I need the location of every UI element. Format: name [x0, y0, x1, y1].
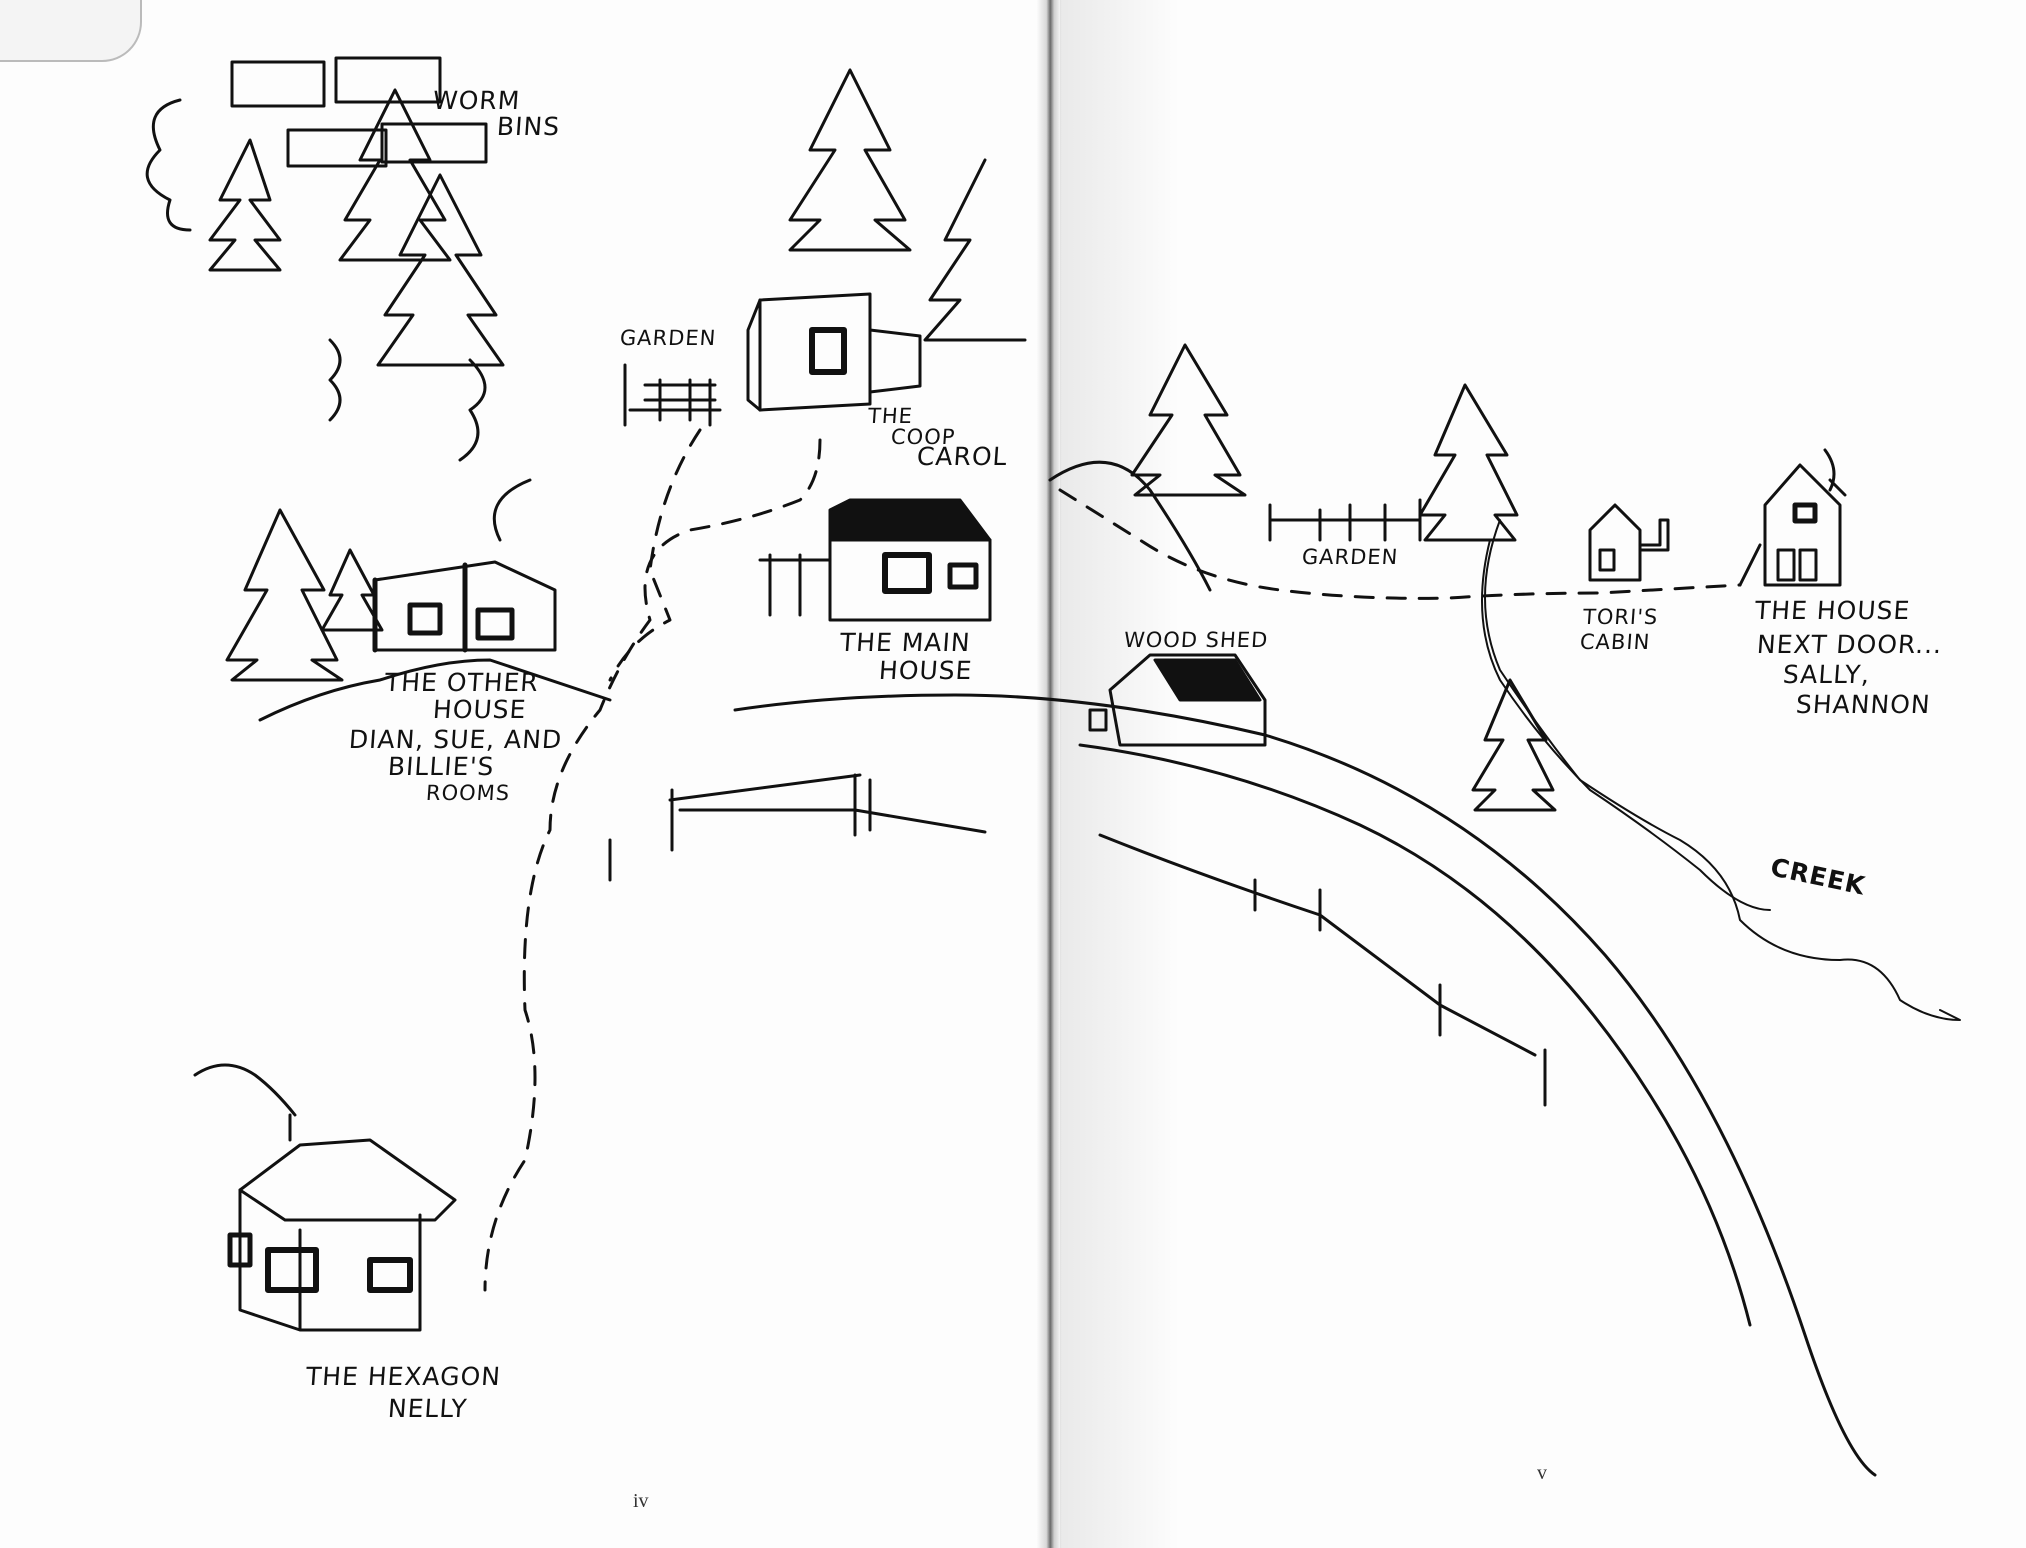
label-toris-cabin-2: CABIN [1579, 630, 1652, 654]
label-wood-shed: WOOD SHED [1123, 628, 1270, 652]
label-house-next-door-2: NEXT DOOR... [1755, 630, 1944, 659]
page-number-left: iv [633, 1490, 649, 1512]
label-hexagon-2: NELLY [386, 1394, 469, 1423]
hexagon-house-icon [193, 1063, 457, 1332]
gutter-shadow [1060, 0, 1180, 1548]
label-garden-right: GARDEN [1301, 545, 1400, 569]
road-lines [733, 693, 1877, 1477]
creek-line [1481, 519, 1961, 1021]
label-garden-left: GARDEN [619, 326, 718, 350]
label-hexagon: THE HEXAGON [304, 1362, 502, 1391]
wood-shed-icon [1088, 653, 1267, 747]
footpaths [483, 428, 1742, 1292]
label-worm-bins-2: BINS [495, 112, 562, 141]
garden-icons [623, 363, 1422, 542]
toris-cabin-icon [1588, 503, 1670, 582]
book-gutter [1036, 0, 1062, 1548]
label-coop-3: CAROL [915, 442, 1009, 471]
hill-lines [258, 460, 1212, 722]
other-house-icon [328, 338, 557, 653]
label-house-next-door-4: SHANNON [1794, 690, 1932, 719]
label-other-house-4: BILLIE'S [386, 752, 496, 781]
label-other-house-5: ROOMS [425, 781, 511, 805]
house-next-door-icon [1738, 448, 1847, 587]
label-other-house-3: DIAN, SUE, AND [347, 725, 564, 754]
label-other-house-2: HOUSE [431, 695, 528, 724]
label-house-next-door: THE HOUSE [1753, 596, 1912, 625]
page-number-right: v [1537, 1462, 1547, 1484]
label-toris-cabin: TORI'S [1582, 605, 1660, 629]
fence-lines [608, 773, 1547, 1107]
worm-bins-icon [230, 56, 488, 168]
coop-building-icon [746, 292, 922, 412]
label-other-house: THE OTHER [383, 668, 540, 697]
label-house-next-door-3: SALLY, [1781, 660, 1872, 689]
main-house-icon [758, 498, 992, 622]
label-worm-bins: WORM [431, 86, 522, 115]
label-main-house: THE MAIN [838, 628, 972, 657]
label-main-house-2: HOUSE [877, 656, 974, 685]
tree-icons [145, 68, 1557, 812]
